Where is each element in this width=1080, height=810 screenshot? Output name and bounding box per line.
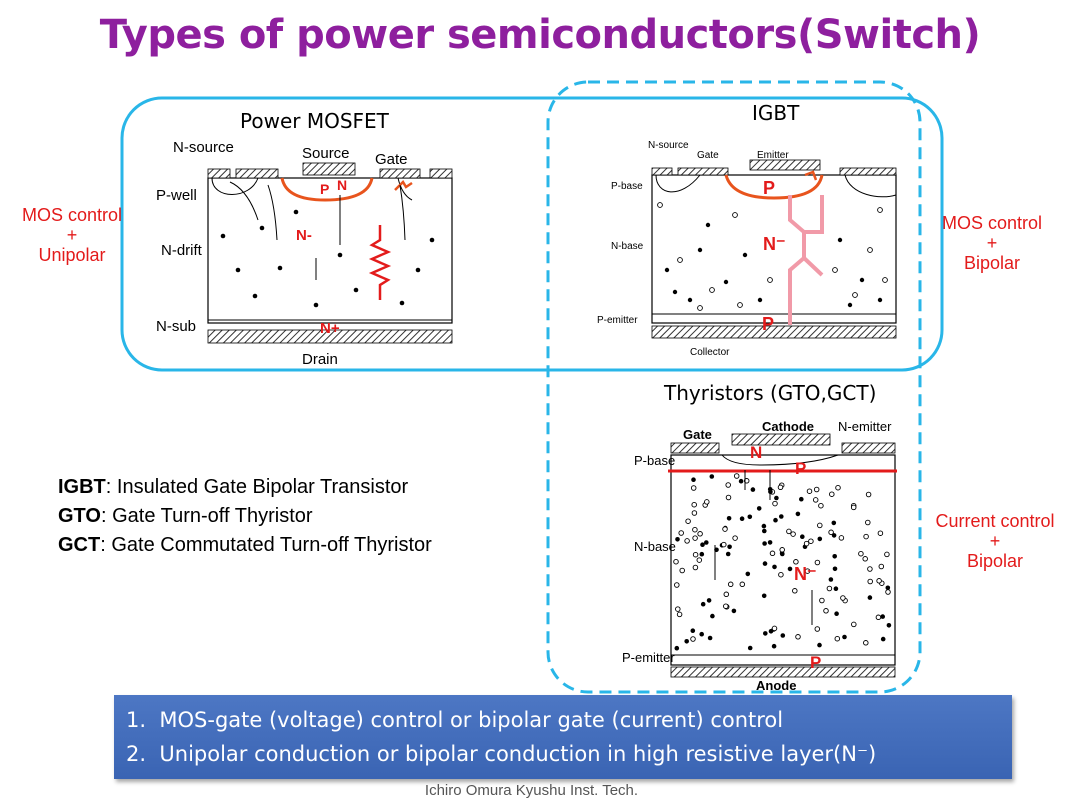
mosfet-n-plus-label: N+	[320, 320, 340, 337]
abbreviation-definitions: IGBT: Insulated Gate Bipolar Transistor …	[58, 473, 432, 560]
mosfet-n-label: N	[337, 177, 347, 193]
mosfet-source: Source	[302, 145, 350, 162]
mosfet-gate: Gate	[375, 151, 408, 168]
igbt-p-emitter-label: P	[762, 314, 774, 334]
definition-gto: GTO: Gate Turn-off Thyristor	[58, 505, 313, 527]
control-label-mosfet: MOS control+Unipolar	[21, 205, 123, 265]
igbt-emitter: Emitter	[757, 150, 789, 161]
mosfet-title: Power MOSFET	[240, 109, 389, 133]
mosfet-drain: Drain	[302, 351, 338, 368]
thyristor-n-minus-label: N⁻	[794, 564, 817, 584]
igbt-diagram: N-source Gate Emitter P-base N-base P-em…	[597, 140, 897, 358]
summary-box: 1. MOS-gate (voltage) control or bipolar…	[114, 695, 1012, 779]
thyristor-cathode: Cathode	[762, 419, 814, 434]
thyristor-n-emitter: N-emitter	[838, 419, 892, 434]
mosfet-p-well: P-well	[156, 187, 197, 204]
mosfet-n-drift: N-drift	[161, 242, 203, 259]
thyristor-n-base: N-base	[634, 539, 676, 554]
thyristor-p-emitter: P-emitter	[622, 650, 675, 665]
thyristor-p-label: P	[795, 459, 806, 478]
igbt-collector: Collector	[690, 347, 730, 358]
summary-item: 2. Unipolar conduction or bipolar conduc…	[126, 742, 877, 766]
thyristor-title: Thyristors (GTO,GCT)	[664, 381, 877, 405]
bipolar-frame	[546, 80, 922, 694]
control-label-thyristor: Current control+Bipolar	[935, 511, 1055, 571]
mosfet-n-minus-label: N-	[296, 227, 312, 244]
igbt-p-label: P	[763, 178, 775, 198]
credit-footer: Ichiro Omura Kyushu Inst. Tech.	[424, 782, 639, 799]
thyristor-p-base: P-base	[634, 453, 675, 468]
thyristor-anode: Anode	[756, 678, 796, 693]
igbt-n-source: N-source	[648, 140, 689, 151]
igbt-gate: Gate	[697, 150, 719, 161]
mosfet-n-source: N-source	[173, 139, 234, 156]
summary-item: 1. MOS-gate (voltage) control or bipolar…	[126, 708, 784, 732]
igbt-title: IGBT	[752, 101, 800, 125]
definition-gct: GCT: Gate Commutated Turn-off Thyristor	[58, 534, 432, 556]
thyristor-gate: Gate	[683, 427, 712, 442]
igbt-n-base: N-base	[611, 241, 644, 252]
thyristor-n-label: N	[750, 443, 762, 462]
igbt-p-emitter: P-emitter	[597, 315, 638, 326]
definition-igbt: IGBT: Insulated Gate Bipolar Transistor	[58, 476, 409, 498]
page-title: Types of power semiconductors(Switch)	[99, 12, 981, 58]
thyristor-diagram: Gate Cathode N-emitter P-base N-base P-e…	[622, 419, 897, 693]
mosfet-n-sub: N-sub	[156, 318, 196, 335]
mosfet-diagram: N-source Source Gate P-well N-drift N-su…	[156, 139, 453, 368]
igbt-p-base: P-base	[611, 181, 643, 192]
control-label-igbt: MOS control+Bipolar	[941, 213, 1043, 273]
igbt-n-minus-label: N⁻	[763, 234, 786, 254]
mosfet-p-label: P	[320, 181, 329, 197]
thyristor-p-emitter-label: P	[810, 653, 821, 672]
mos-control-frame	[120, 96, 944, 372]
